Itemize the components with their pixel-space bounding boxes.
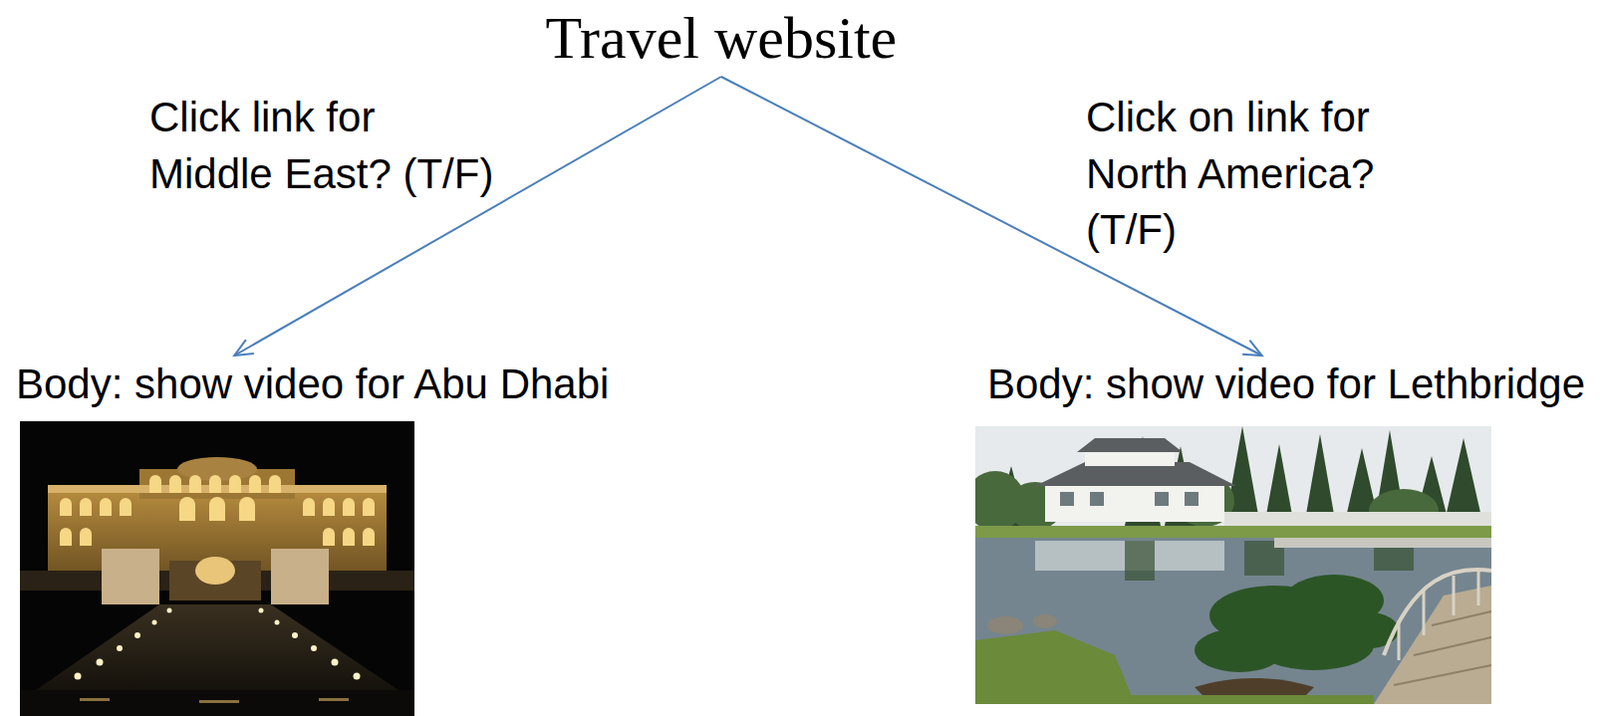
node-text: Body: show video for Abu Dhabi — [15, 359, 609, 410]
abu-dhabi-photo — [19, 421, 415, 716]
node-text: Body: show video for Lethbridge — [987, 359, 1586, 410]
lethbridge-photo — [975, 426, 1492, 705]
branch-node: Body: show video for Abu Dhabi — [11, 355, 613, 414]
edge-label: Click link for Middle East? (T/F) — [149, 89, 501, 203]
edge-label: Click on link for North America? (T/F) — [1085, 89, 1405, 260]
root-heading: Travel website — [541, 0, 902, 77]
branch-node: Body: show video for Lethbridge — [983, 355, 1590, 414]
node-text: Travel website — [545, 3, 898, 73]
